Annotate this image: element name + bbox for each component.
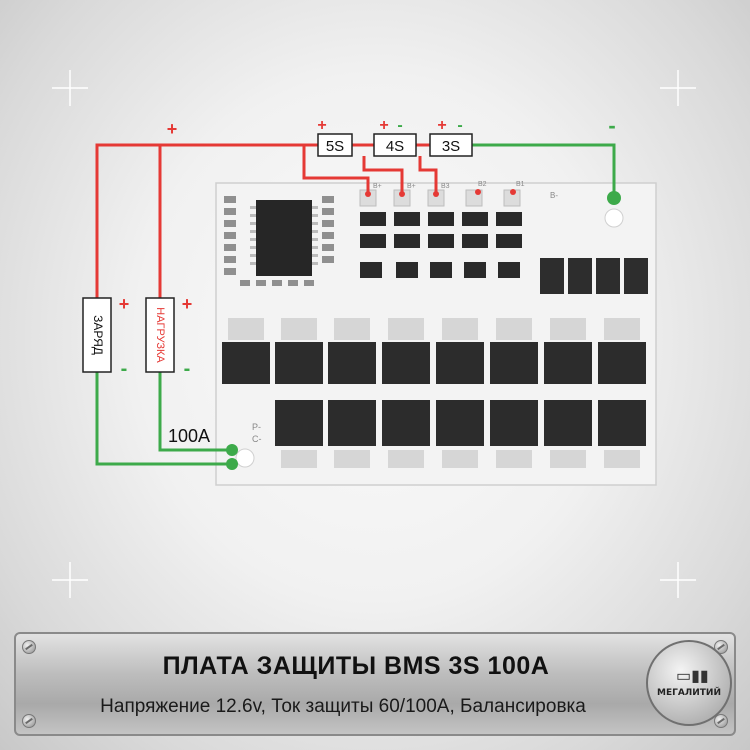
pad-label-b1: B1: [516, 181, 525, 188]
cell-box-4s: 4S: [373, 133, 417, 157]
brand-logo: ▭▮▮ МЕГАЛИТИЙ: [646, 640, 732, 726]
pad-label-b-plus-1: B+: [373, 183, 382, 190]
product-title: ПЛАТА ЗАЩИТЫ BMS 3S 100A: [162, 652, 550, 680]
minus-sign-load: -: [184, 358, 191, 380]
minus-sign-charge: -: [121, 358, 128, 380]
minus-sign-battery: -: [608, 113, 615, 138]
battery-icon: ▭▮▮: [676, 668, 709, 685]
corner-marks: [52, 70, 696, 598]
pad-label-b2: B2: [478, 181, 487, 188]
pad-label-b-plus-2: B+: [407, 183, 416, 190]
product-subtitle: Напряжение 12.6v, Ток защиты 60/100A, Ба…: [100, 696, 586, 717]
svg-text:3S: 3S: [442, 138, 460, 155]
mosfet-row-top: [222, 342, 646, 384]
svg-text:ЗАРЯД: ЗАРЯД: [91, 315, 105, 355]
product-nameplate: ПЛАТА ЗАЩИТЫ BMS 3S 100A Напряжение 12.6…: [14, 632, 736, 736]
plus-sign-5s: +: [317, 117, 326, 134]
screw-icon: [22, 714, 36, 728]
charge-label-box: ЗАРЯД: [82, 297, 112, 373]
plus-sign-load: +: [182, 294, 193, 314]
current-rating-label: 100A: [168, 426, 210, 446]
plus-sign-3s: +: [437, 117, 446, 134]
svg-text:4S: 4S: [386, 138, 404, 155]
mosfet-row-bottom: [275, 400, 646, 446]
plus-sign-4s: +: [379, 117, 388, 134]
load-label-box: НАГРУЗКА: [145, 297, 175, 373]
pad-label-b3: B3: [441, 183, 450, 190]
plus-sign-charge: +: [119, 294, 130, 314]
pad-label-b-minus: B-: [550, 191, 558, 200]
svg-text:5S: 5S: [326, 138, 344, 155]
plus-sign-load-top: +: [167, 119, 178, 139]
controller-chip: [256, 200, 312, 276]
pcb-board: B+ B+ B3 B2 B1 B- P- C-: [215, 181, 657, 486]
minus-sign-4s: -: [397, 117, 402, 134]
port-label-p-minus: P-: [252, 422, 261, 432]
svg-text:НАГРУЗКА: НАГРУЗКА: [154, 307, 166, 363]
negative-wires: [95, 143, 616, 466]
cell-box-5s: 5S: [317, 133, 353, 157]
screw-icon: [22, 640, 36, 654]
brand-logo-text: МЕГАЛИТИЙ: [656, 688, 721, 698]
positive-wires: [95, 143, 438, 300]
screw-icon: [714, 714, 728, 728]
port-label-c-minus: C-: [252, 434, 262, 444]
minus-sign-3s: -: [457, 117, 462, 134]
cell-box-3s: 3S: [429, 133, 473, 157]
